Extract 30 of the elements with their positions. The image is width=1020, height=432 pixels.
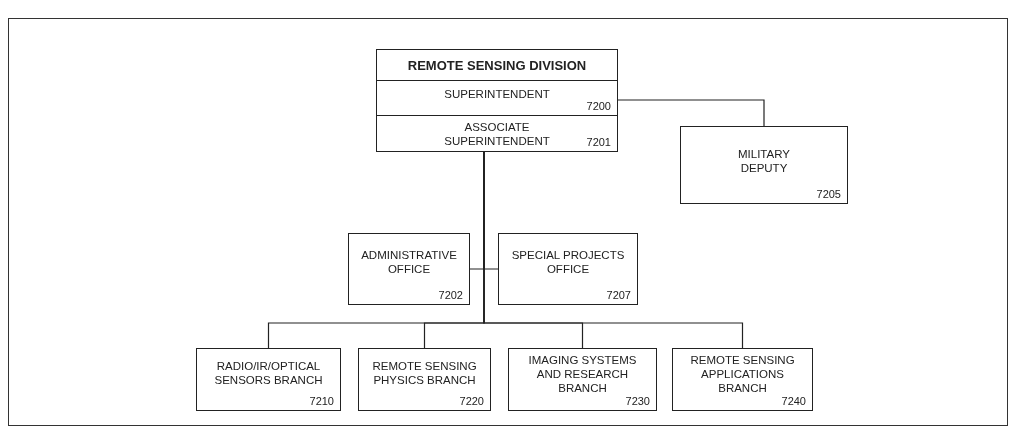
unit-code: 7230 — [625, 395, 650, 407]
unit-box — [376, 80, 618, 116]
unit-box — [680, 126, 848, 204]
unit-code: 7202 — [438, 289, 463, 301]
unit-name: MILITARY DEPUTY — [737, 147, 791, 175]
unit-name: REMOTE SENSING APPLICATIONS BRANCH — [689, 353, 796, 395]
unit-box — [348, 233, 470, 305]
unit-code: 7210 — [309, 395, 334, 407]
unit-code: 7201 — [586, 136, 611, 148]
unit-box — [376, 115, 618, 152]
connector-line — [617, 99, 765, 127]
unit-code: 7205 — [816, 188, 841, 200]
unit-name: RADIO/IR/OPTICAL SENSORS BRANCH — [213, 359, 324, 387]
unit-box — [498, 233, 638, 305]
unit-box — [508, 348, 657, 411]
division-title-box — [376, 49, 618, 81]
unit-box — [672, 348, 813, 411]
unit-name: ADMINISTRATIVE OFFICE — [360, 248, 458, 276]
unit-box — [196, 348, 341, 411]
unit-name: SPECIAL PROJECTS OFFICE — [510, 248, 626, 276]
unit-code: 7240 — [781, 395, 806, 407]
unit-code: 7207 — [606, 289, 631, 301]
unit-name: SUPERINTENDENT — [443, 87, 551, 101]
unit-name: REMOTE SENSING PHYSICS BRANCH — [371, 359, 478, 387]
unit-code: 7220 — [459, 395, 484, 407]
unit-name: ASSOCIATE SUPERINTENDENT — [443, 120, 551, 148]
unit-name: IMAGING SYSTEMS AND RESEARCH BRANCH — [527, 353, 638, 395]
division-name: REMOTE SENSING DIVISION — [406, 59, 588, 73]
unit-code: 7200 — [586, 100, 611, 112]
unit-box — [358, 348, 491, 411]
